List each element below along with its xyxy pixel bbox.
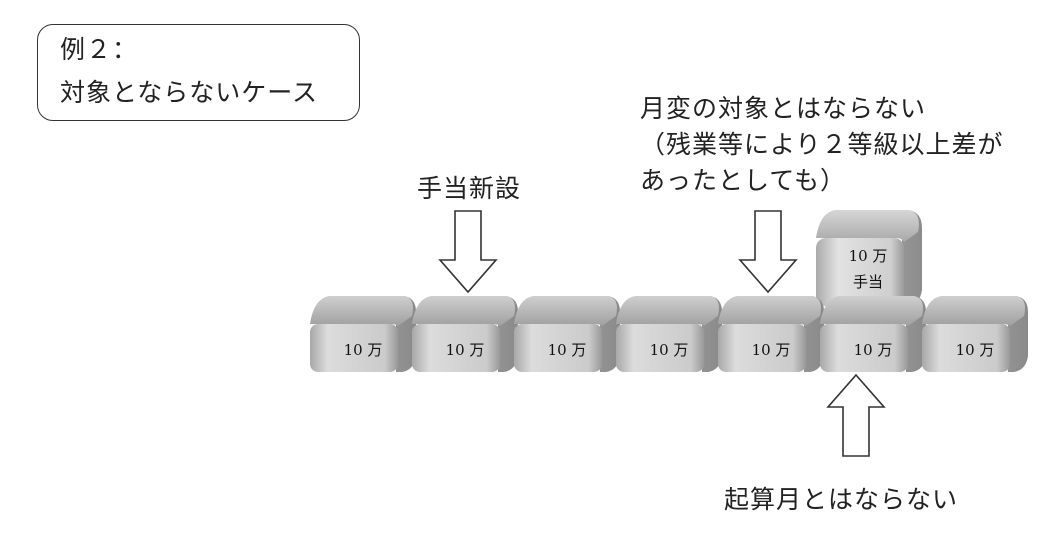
not-start-month-caption: 起算月とはならない xyxy=(724,482,958,518)
salary-block: 10 万 xyxy=(512,294,622,372)
salary-block-label: 10 万 xyxy=(343,341,383,359)
salary-block: 10 万 xyxy=(614,294,724,372)
salary-block-label: 10 万 xyxy=(445,341,485,359)
down-arrow-new-allowance xyxy=(438,210,498,294)
allowance-amount-label: 10 万 xyxy=(848,247,888,265)
salary-block: 10 万 xyxy=(920,294,1030,372)
example-number: 例２： xyxy=(60,35,139,64)
up-arrow-not-start-month xyxy=(826,374,886,458)
salary-block-label: 10 万 xyxy=(751,341,791,359)
new-allowance-caption: 手当新設 xyxy=(417,171,521,207)
example-title-box: 例２： 対象とならないケース xyxy=(37,24,360,121)
salary-block-label: 10 万 xyxy=(853,341,893,359)
salary-block: 10 万 xyxy=(410,294,520,372)
down-arrow-not-subject xyxy=(738,210,798,294)
new-allowance-text: 手当新設 xyxy=(417,174,522,203)
salary-block-label: 10 万 xyxy=(955,341,995,359)
salary-block-label: 10 万 xyxy=(649,341,689,359)
allowance-block: 10 万 手当 xyxy=(812,208,924,308)
not-subject-caption: 月変の対象とはならない （残業等により２等級以上差が あったとしても） xyxy=(640,91,1004,199)
not-subject-line-3: あったとしても） xyxy=(640,166,847,195)
salary-block: 10 万 xyxy=(716,294,826,372)
allowance-type-label: 手当 xyxy=(852,273,883,291)
salary-block: 10 万 xyxy=(818,294,928,372)
not-start-month-text: 起算月とはならない xyxy=(724,485,959,514)
not-subject-line-2: （残業等により２等級以上差が xyxy=(640,130,1004,159)
salary-block-label: 10 万 xyxy=(547,341,587,359)
salary-block: 10 万 xyxy=(308,294,418,372)
example-description: 対象とならないケース xyxy=(60,78,319,107)
not-subject-line-1: 月変の対象とはならない xyxy=(640,94,927,123)
